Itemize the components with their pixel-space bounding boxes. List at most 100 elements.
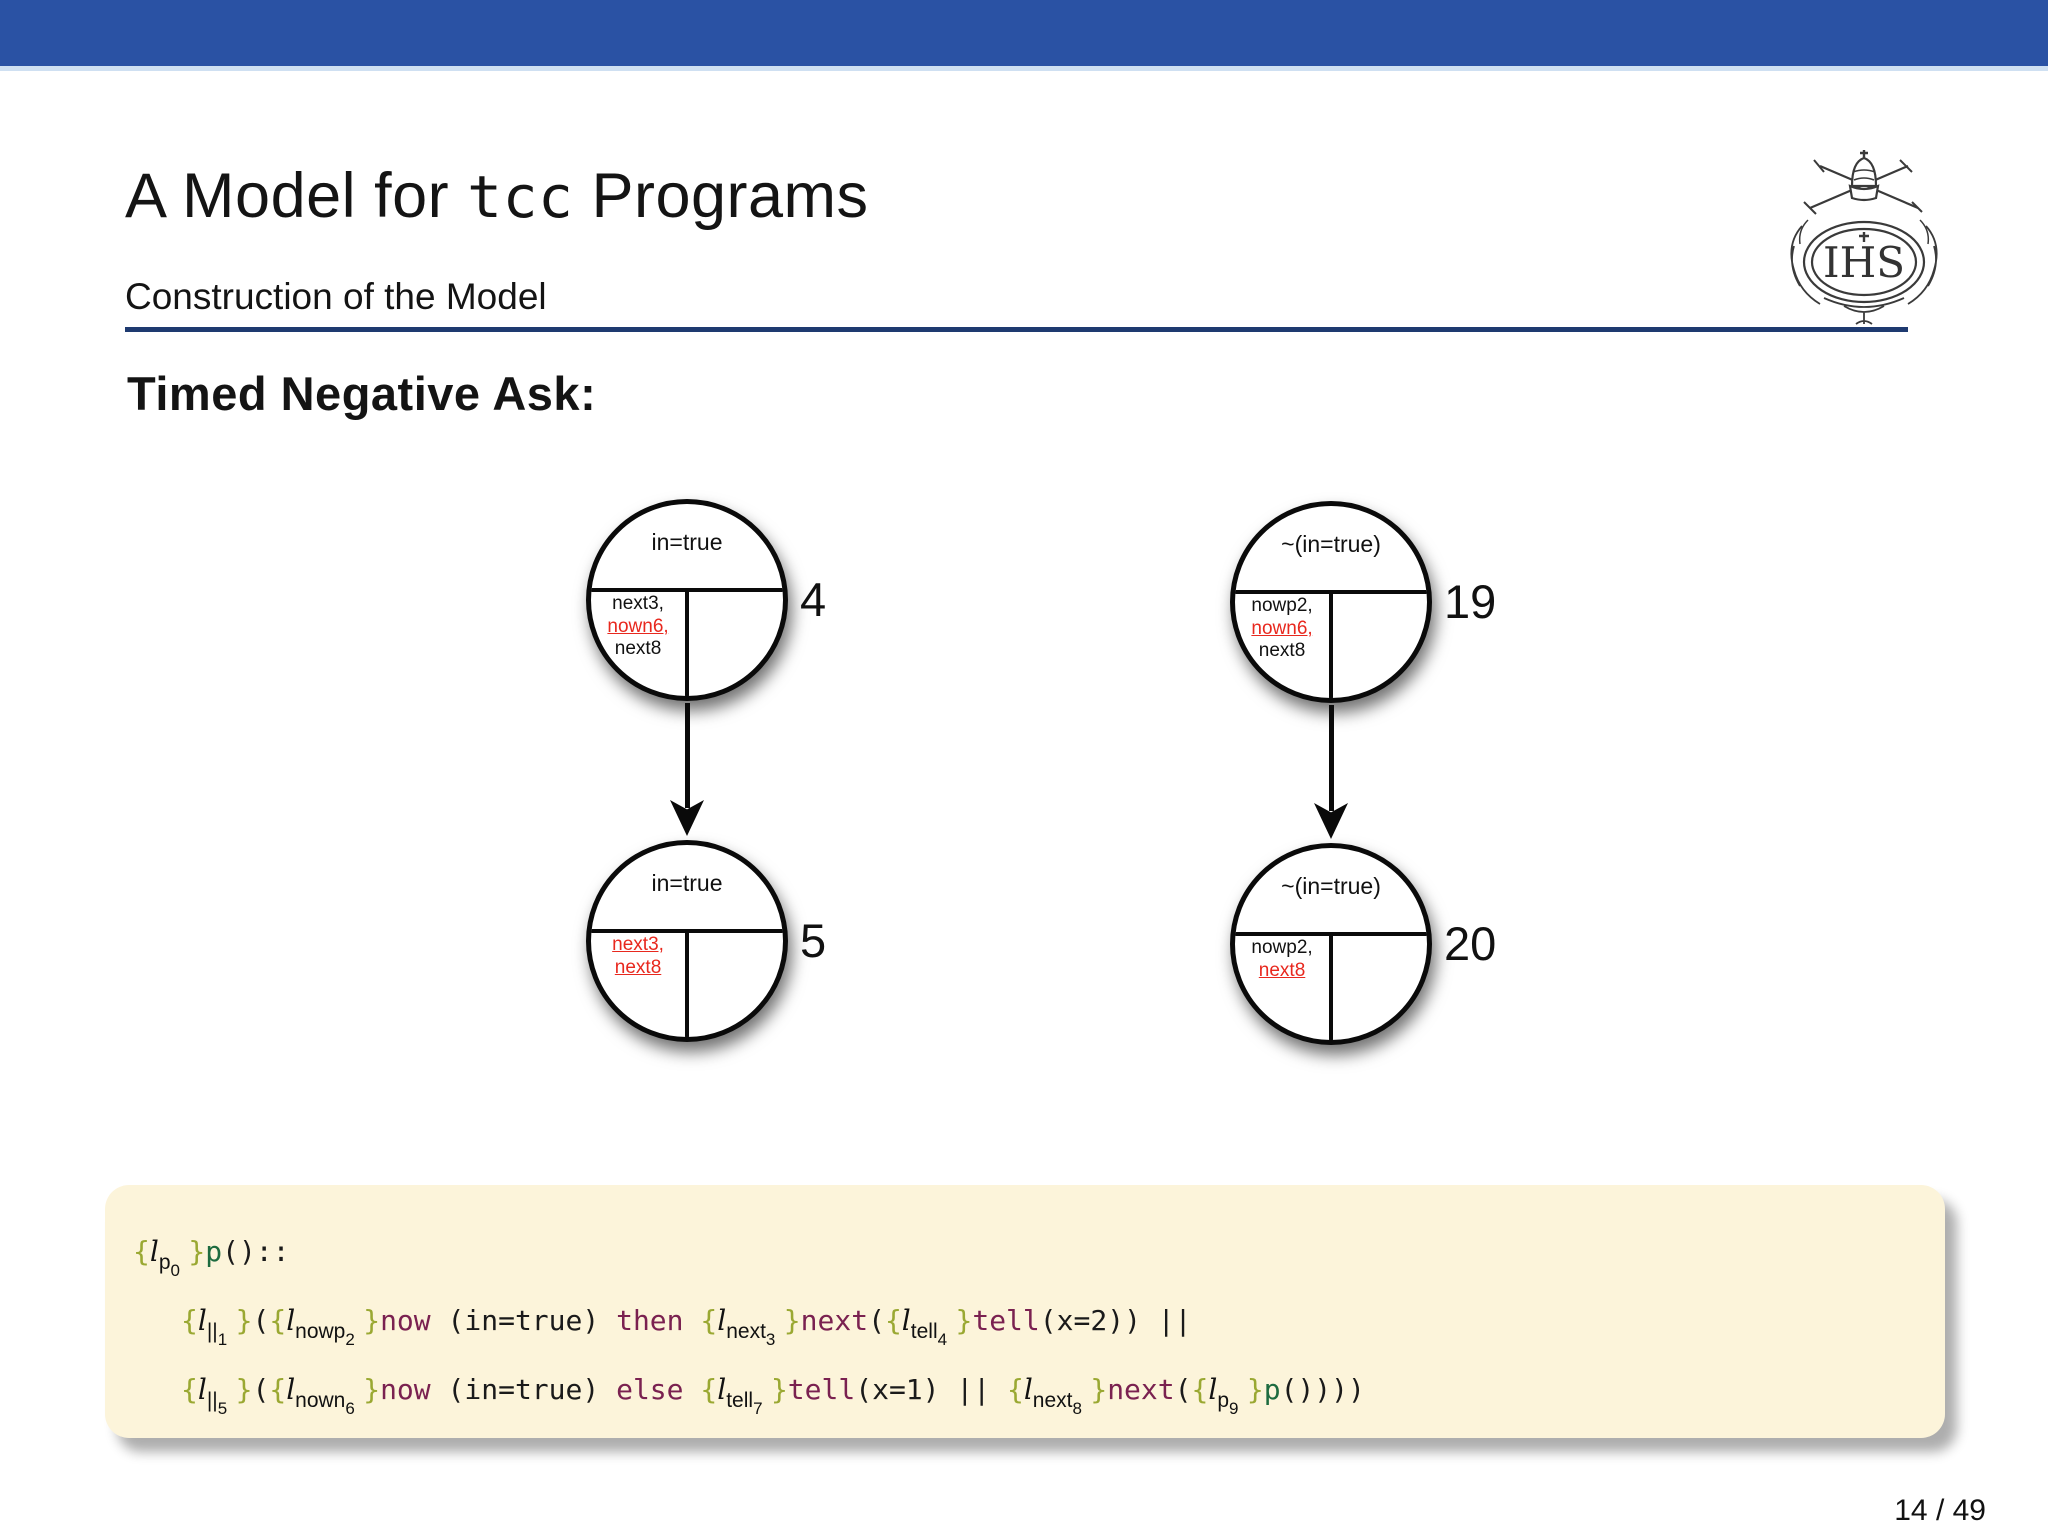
page-number: 14 / 49 bbox=[1894, 1494, 1986, 1527]
code-token: { bbox=[269, 1304, 287, 1337]
node-label-list: nowp2,next8 bbox=[1235, 937, 1329, 982]
code-token: { bbox=[700, 1373, 718, 1406]
code-token: } bbox=[188, 1235, 206, 1268]
code-token: } bbox=[955, 1304, 973, 1337]
code-token: lp9 bbox=[1208, 1373, 1239, 1418]
transition-arrow bbox=[670, 703, 704, 836]
slide-title-part1: A Model for bbox=[125, 161, 468, 231]
code-line: {l||1}({lnowp2}now (in=true) then {lnext… bbox=[133, 1296, 1915, 1365]
code-token: ( bbox=[252, 1373, 270, 1406]
state-circle: ~(in=true) nowp2,next8 bbox=[1230, 843, 1432, 1045]
code-token: (in=true) bbox=[430, 1373, 617, 1406]
code-token: ltell7 bbox=[717, 1373, 763, 1418]
code-token: tell bbox=[787, 1373, 856, 1406]
node-id: 5 bbox=[800, 913, 827, 967]
code-token: lp0 bbox=[149, 1235, 180, 1280]
transition-label: nown6, bbox=[607, 615, 669, 637]
node-label-list: next3,nown6,next8 bbox=[591, 593, 685, 661]
code-token: ():: bbox=[222, 1235, 290, 1268]
code-token: l||5 bbox=[197, 1373, 228, 1418]
node-divider-vertical bbox=[685, 928, 689, 1037]
code-token: now bbox=[380, 1304, 431, 1337]
node-label-list: next3,next8 bbox=[591, 934, 685, 979]
header-rule bbox=[125, 327, 1908, 332]
transition-label: nowp2, bbox=[1251, 595, 1313, 617]
code-token: now bbox=[380, 1373, 431, 1406]
state-node-20: ~(in=true) nowp2,next8 20 bbox=[1230, 843, 1496, 1045]
node-id: 4 bbox=[800, 572, 827, 626]
code-token: (in=true) bbox=[430, 1304, 617, 1337]
code-token: { bbox=[884, 1304, 902, 1337]
code-token: (x=1) || bbox=[855, 1373, 1007, 1406]
transition-label: next8 bbox=[1258, 959, 1306, 981]
node-constraint: in=true bbox=[651, 528, 723, 555]
state-circle: ~(in=true) nowp2,nown6,next8 bbox=[1230, 501, 1432, 703]
state-node-5: in=true next3,next8 5 bbox=[586, 840, 826, 1042]
code-line: {l||5}({lnown6}now (in=true) else {ltell… bbox=[133, 1365, 1915, 1434]
code-token bbox=[684, 1373, 701, 1406]
code-token: } bbox=[235, 1304, 253, 1337]
node-divider-vertical bbox=[685, 587, 689, 696]
code-token: { bbox=[269, 1373, 287, 1406]
node-constraint: ~(in=true) bbox=[1281, 872, 1381, 899]
code-token: { bbox=[1006, 1373, 1024, 1406]
code-line: {lp0}p():: bbox=[133, 1227, 1915, 1296]
transition-label: next3, bbox=[612, 934, 664, 956]
node-divider-vertical bbox=[1329, 589, 1333, 698]
slide-subtitle: Construction of the Model bbox=[125, 276, 547, 317]
code-token: next bbox=[800, 1304, 869, 1337]
code-token: ( bbox=[1174, 1373, 1192, 1406]
code-token: p bbox=[205, 1235, 223, 1268]
code-token: ( bbox=[868, 1304, 885, 1337]
section-heading: Timed Negative Ask: bbox=[127, 367, 597, 420]
transition-label: next8 bbox=[614, 638, 662, 660]
code-token: } bbox=[235, 1373, 253, 1406]
slide-title: A Model for tcc Programs bbox=[125, 160, 869, 232]
code-token: { bbox=[133, 1235, 150, 1268]
state-node-4: in=true next3,nown6,next8 4 bbox=[586, 499, 826, 701]
state-circle: in=true next3,next8 bbox=[586, 840, 788, 1042]
code-token: lnowp2 bbox=[286, 1304, 355, 1349]
code-token: { bbox=[181, 1373, 198, 1406]
code-block: {lp0}p()::{l||1}({lnowp2}now (in=true) t… bbox=[105, 1185, 1945, 1438]
code-token: p bbox=[1263, 1373, 1281, 1406]
node-id: 19 bbox=[1444, 574, 1497, 628]
code-token: tell bbox=[972, 1304, 1040, 1337]
code-token bbox=[684, 1304, 701, 1337]
transition-label: nowp2, bbox=[1251, 937, 1313, 959]
code-token: then bbox=[616, 1304, 684, 1337]
code-token: (x=2)) || bbox=[1039, 1304, 1192, 1337]
code-token: ()))) bbox=[1280, 1373, 1365, 1406]
code-token: lnext8 bbox=[1023, 1373, 1082, 1418]
code-token: { bbox=[181, 1304, 198, 1337]
code-token: { bbox=[1191, 1373, 1209, 1406]
code-token: } bbox=[363, 1373, 381, 1406]
code-token: lnext3 bbox=[717, 1304, 776, 1349]
code-token: { bbox=[700, 1304, 718, 1337]
code-token: } bbox=[1090, 1373, 1108, 1406]
node-id: 20 bbox=[1444, 916, 1497, 970]
state-circle: in=true next3,nown6,next8 bbox=[586, 499, 788, 701]
state-node-19: ~(in=true) nowp2,nown6,next8 19 bbox=[1230, 501, 1496, 703]
code-token: } bbox=[783, 1304, 801, 1337]
transition-label: next8 bbox=[1258, 640, 1306, 662]
node-constraint: ~(in=true) bbox=[1281, 530, 1381, 557]
top-accent-bar bbox=[0, 0, 2048, 71]
code-token: } bbox=[1246, 1373, 1264, 1406]
node-constraint: in=true bbox=[651, 869, 723, 896]
code-token: ltell4 bbox=[901, 1304, 948, 1349]
transition-label: next3, bbox=[612, 593, 664, 615]
transition-arrow bbox=[1314, 705, 1348, 839]
seal-ihs-text: IHS bbox=[1823, 238, 1905, 287]
code-token: ( bbox=[252, 1304, 270, 1337]
code-listing: {lp0}p()::{l||1}({lnowp2}now (in=true) t… bbox=[133, 1227, 1915, 1434]
code-token: } bbox=[363, 1304, 381, 1337]
code-token: } bbox=[770, 1373, 788, 1406]
slide-title-part2: Programs bbox=[573, 161, 869, 231]
slide-title-mono: tcc bbox=[467, 163, 574, 231]
university-seal-icon: IHS bbox=[1790, 150, 1938, 325]
transition-label: nown6, bbox=[1251, 617, 1313, 639]
code-token: else bbox=[616, 1373, 684, 1406]
transition-label: next8 bbox=[614, 956, 662, 978]
